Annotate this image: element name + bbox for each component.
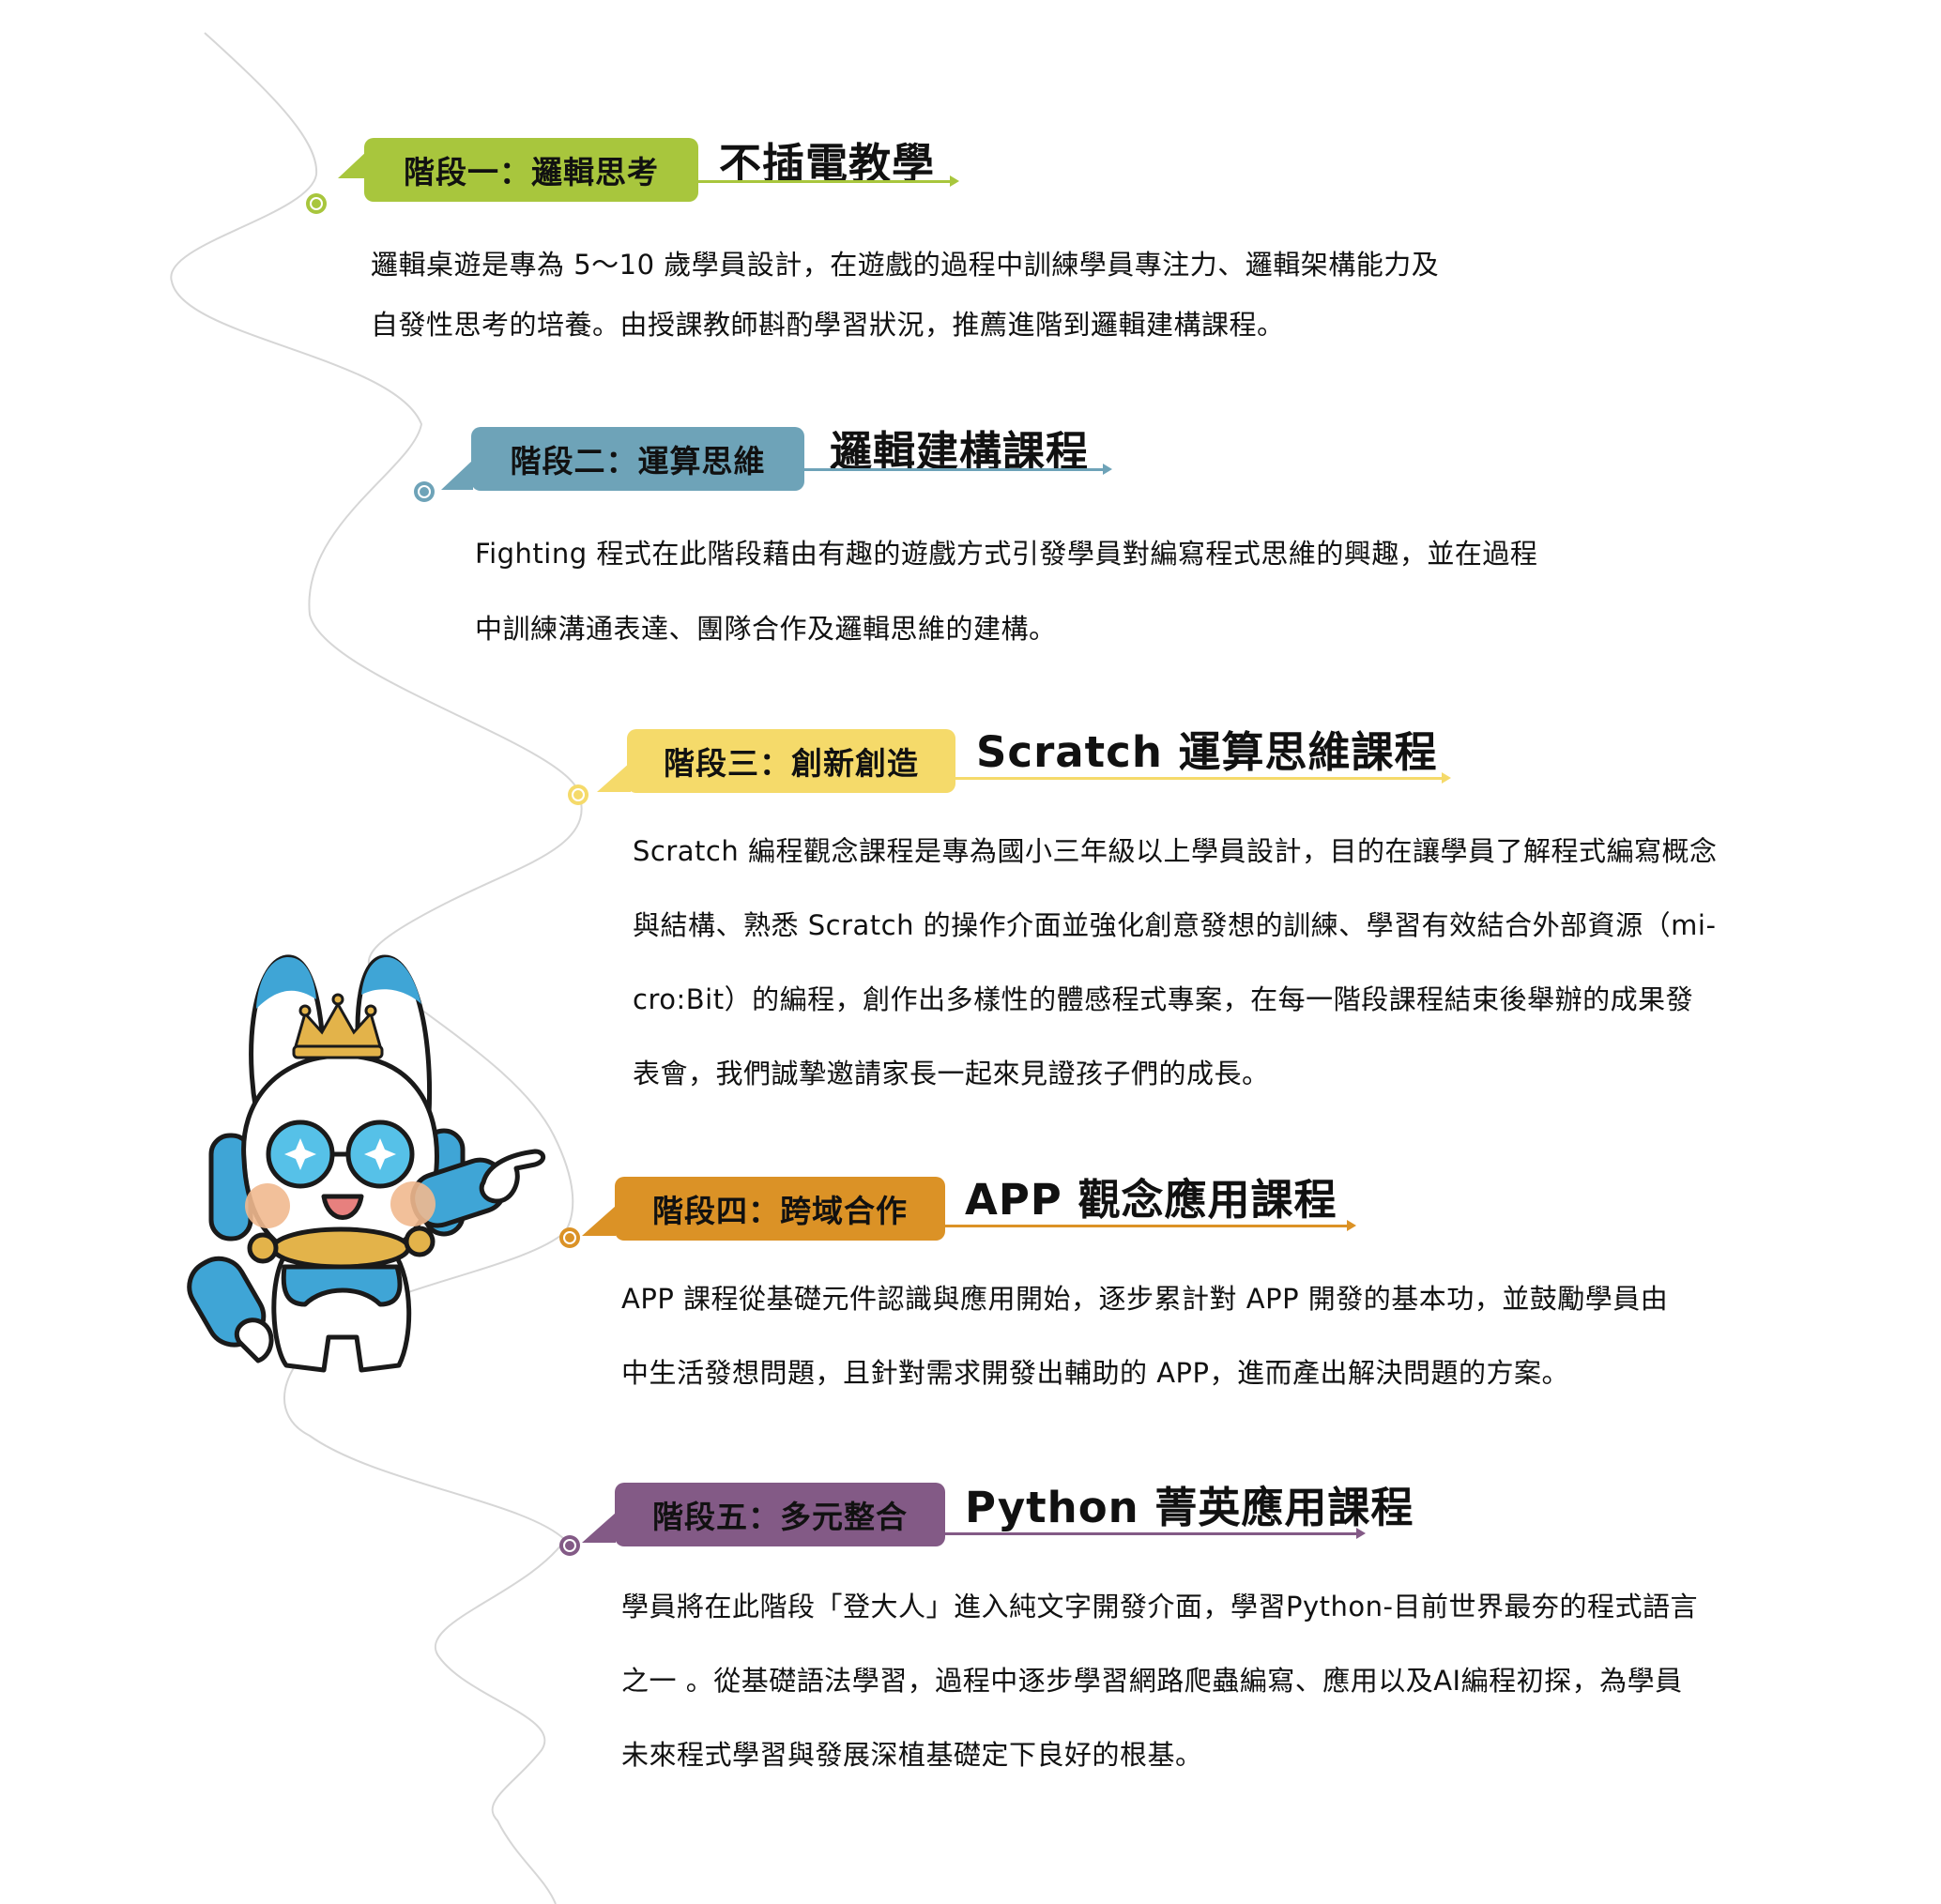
stage-badge: 階段五：多元整合 — [615, 1483, 945, 1546]
badge-tail — [441, 460, 473, 490]
badge-tail — [582, 1206, 616, 1236]
headline-arrow — [945, 1225, 1349, 1227]
stage-description: Fighting 程式在此階段藉由有趣的遊戲方式引發學員對編寫程式思維的興趣，並… — [475, 516, 1537, 666]
stage-description: 邏輯桌遊是專為 5～10 歲學員設計，在遊戲的過程中訓練學員專注力、邏輯架構能力… — [371, 235, 1439, 355]
stage-headline: APP 觀念應用課程 — [965, 1175, 1337, 1225]
stage-badge: 階段三：創新創造 — [627, 729, 955, 793]
headline-arrow — [698, 180, 952, 183]
stage-description: Scratch 編程觀念課程是專為國小三年級以上學員設計，目的在讓學員了解程式編… — [633, 815, 1717, 1111]
stage-badge: 階段二：運算思維 — [471, 427, 804, 491]
description-line: 之一 。從基礎語法學習，過程中逐步學習網路爬蟲編寫、應用以及AI編程初探，為學員 — [621, 1665, 1683, 1697]
timeline-node — [559, 1227, 580, 1248]
description-line: 學員將在此階段「登大人」進入純文字開發介面，學習Python-目前世界最夯的程式… — [621, 1591, 1698, 1622]
description-line: 與結構、熟悉 Scratch 的操作介面並強化創意發想的訓練、學習有效結合外部資… — [633, 909, 1717, 941]
badge-tail — [597, 762, 631, 792]
timeline-node — [306, 193, 327, 214]
badge-tail — [338, 150, 368, 178]
description-line: APP 課程從基礎元件認識與應用開始，逐步累計對 APP 開發的基本功，並鼓勵學… — [621, 1283, 1669, 1315]
description-line: Scratch 編程觀念課程是專為國小三年級以上學員設計，目的在讓學員了解程式編… — [633, 835, 1718, 867]
description-line: 中生活發想問題，且針對需求開發出輔助的 APP，進而產出解決問題的方案。 — [621, 1357, 1570, 1389]
robot-mascot-icon — [187, 954, 546, 1373]
arrow-head-icon — [1356, 1528, 1366, 1539]
badge-tail — [582, 1513, 616, 1543]
pointing-hand — [479, 1149, 546, 1204]
left-hand — [235, 1318, 274, 1363]
timeline-node — [559, 1535, 580, 1556]
stage-badge: 階段一：邏輯思考 — [364, 138, 698, 202]
sparkle-right — [364, 1138, 396, 1170]
description-line: cro:Bit）的編程，創作出多樣性的體感程式專案，在每一階段課程結束後舉辦的成… — [633, 983, 1694, 1015]
arrow-head-icon — [950, 175, 959, 187]
stage-description: APP 課程從基礎元件認識與應用開始，逐步累計對 APP 開發的基本功，並鼓勵學… — [621, 1262, 1668, 1410]
stage-description: 學員將在此階段「登大人」進入純文字開發介面，學習Python-目前世界最夯的程式… — [621, 1570, 1698, 1792]
arrow-head-icon — [1347, 1220, 1356, 1231]
timeline-node — [414, 481, 435, 502]
crown-icon — [292, 993, 384, 1059]
stage-headline: Scratch 運算思維課程 — [976, 727, 1438, 777]
description-line: 表會，我們誠摯邀請家長一起來見證孩子們的成長。 — [633, 1058, 1270, 1089]
sparkle-left — [284, 1138, 316, 1170]
stage-badge: 階段四：跨域合作 — [615, 1177, 945, 1241]
timeline-node — [568, 784, 588, 805]
headline-arrow — [955, 777, 1444, 780]
arrow-head-icon — [1103, 464, 1112, 475]
headline-arrow — [804, 468, 1105, 471]
stage-headline: Python 菁英應用課程 — [965, 1483, 1414, 1532]
description-line: 邏輯桌遊是專為 5～10 歲學員設計，在遊戲的過程中訓練學員專注力、邏輯架構能力… — [371, 249, 1440, 281]
description-line: Fighting 程式在此階段藉由有趣的遊戲方式引發學員對編寫程式思維的興趣，並… — [475, 538, 1538, 570]
mouth — [321, 1194, 364, 1220]
collar — [270, 1226, 411, 1270]
description-line: 自發性思考的培養。由授課教師斟酌學習狀況，推薦進階到邏輯建構課程。 — [371, 309, 1285, 341]
description-line: 未來程式學習與發展深植基礎定下良好的根基。 — [621, 1739, 1203, 1771]
headline-arrow — [945, 1532, 1358, 1535]
arrow-head-icon — [1442, 772, 1451, 784]
description-line: 中訓練溝通表達、團隊合作及邏輯思維的建構。 — [475, 613, 1057, 645]
